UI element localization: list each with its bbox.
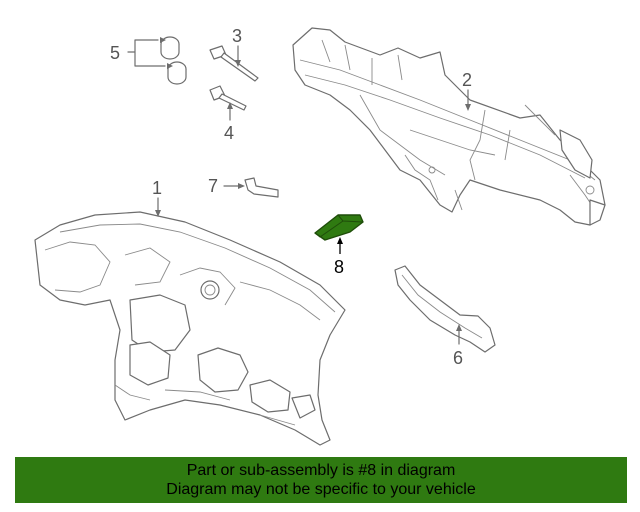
callout-7-leader xyxy=(223,183,245,189)
callout-4-leader xyxy=(227,102,233,121)
callout-1-leader xyxy=(155,197,161,217)
part-3-bolt xyxy=(209,45,259,82)
part-7-clip xyxy=(244,177,279,198)
part-2-crossmember xyxy=(292,27,606,226)
callout-5-leader xyxy=(127,37,173,69)
callout-5: 5 xyxy=(110,43,120,63)
callout-3-leader xyxy=(235,45,241,67)
callout-6-leader xyxy=(456,324,462,345)
callout-2-leader xyxy=(465,89,471,111)
callout-3: 3 xyxy=(232,26,242,46)
callout-7: 7 xyxy=(208,176,218,196)
callout-6: 6 xyxy=(453,348,463,368)
callout-8: 8 xyxy=(334,257,344,277)
callout-4: 4 xyxy=(224,123,234,143)
part-8-highlight xyxy=(314,214,364,241)
part-5-bumpers xyxy=(160,36,187,85)
part-8-bracket xyxy=(314,214,364,241)
callout-1: 1 xyxy=(152,178,162,198)
banner-line-1: Part or sub-assembly is #8 in diagram xyxy=(186,462,456,479)
part-6-side-panel xyxy=(394,265,496,353)
part-4-bolt xyxy=(209,85,247,111)
part-info-banner: Part or sub-assembly is #8 in diagram Di… xyxy=(15,457,627,503)
callout-2: 2 xyxy=(462,70,472,90)
part-1-instrument-panel xyxy=(34,211,346,446)
parts-diagram: 5 3 4 7 xyxy=(34,26,606,446)
callout-8-leader xyxy=(337,237,343,254)
banner-line-2: Diagram may not be specific to your vehi… xyxy=(166,481,476,498)
